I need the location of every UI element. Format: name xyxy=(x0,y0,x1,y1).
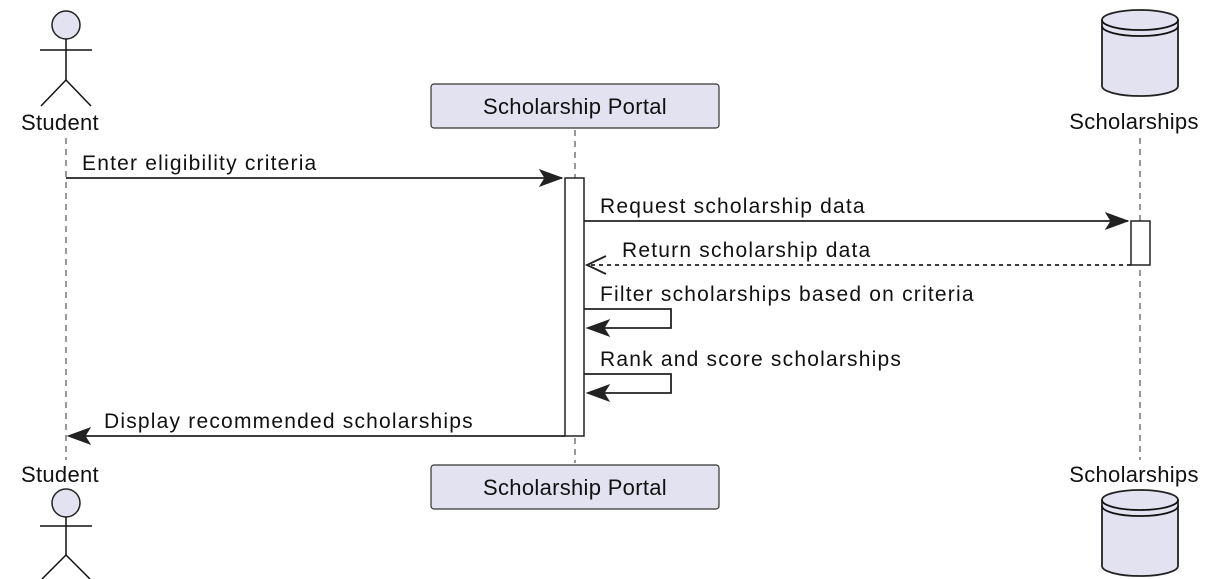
message-enter-criteria-label: Enter eligibility criteria xyxy=(82,152,317,175)
student-actor-head-icon xyxy=(51,488,81,518)
scholarships-label-top: Scholarships xyxy=(1069,109,1199,134)
database-icon xyxy=(1101,9,1179,97)
message-filter-self: Filter scholarships based on criteria xyxy=(584,283,975,337)
message-request-data: Request scholarship data xyxy=(584,195,1130,230)
student-label-bottom: Student xyxy=(21,462,99,487)
scholarships-database-top: Scholarships xyxy=(1069,9,1199,134)
student-actor-top: Student xyxy=(21,10,99,135)
message-return-data: Return scholarship data xyxy=(584,239,1131,275)
message-rank-self-label: Rank and score scholarships xyxy=(600,348,902,371)
student-actor-head-icon xyxy=(51,10,81,40)
scholarships-label-bottom: Scholarships xyxy=(1069,462,1199,487)
student-label-top: Student xyxy=(21,110,99,135)
portal-label-bottom: Scholarship Portal xyxy=(483,475,667,500)
message-filter-self-label: Filter scholarships based on criteria xyxy=(600,283,975,306)
message-rank-self: Rank and score scholarships xyxy=(584,348,902,402)
portal-participant-top: Scholarship Portal xyxy=(430,83,720,129)
portal-label-top: Scholarship Portal xyxy=(483,94,667,119)
message-display-recommended-label: Display recommended scholarships xyxy=(104,410,474,433)
message-return-data-label: Return scholarship data xyxy=(622,239,871,262)
portal-participant-bottom: Scholarship Portal xyxy=(430,464,720,510)
message-display-recommended: Display recommended scholarships xyxy=(66,410,565,445)
message-enter-criteria: Enter eligibility criteria xyxy=(66,152,564,187)
student-actor-bottom: Student xyxy=(21,462,99,579)
portal-activation-bar xyxy=(564,177,585,437)
message-request-data-label: Request scholarship data xyxy=(600,195,866,218)
database-icon xyxy=(1101,489,1179,577)
scholarships-database-bottom: Scholarships xyxy=(1069,462,1199,577)
scholarships-activation-bar xyxy=(1130,220,1151,266)
